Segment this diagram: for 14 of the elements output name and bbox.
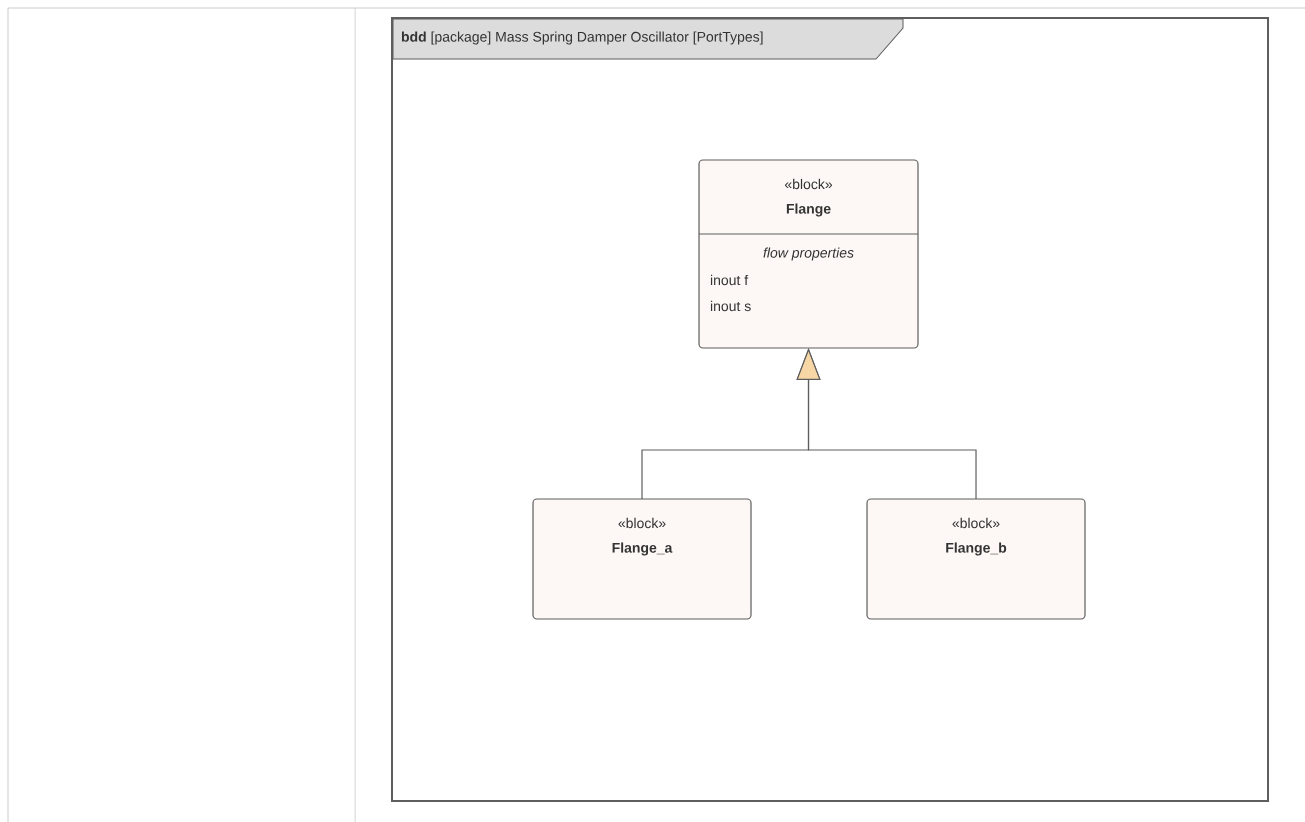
block-name: Flange [786,203,831,217]
stereotype-label: «block» [618,517,666,529]
frame-title: bdd [package] Mass Spring Damper Oscillator [PortTypes] [401,31,763,45]
stereotype-label: «block» [784,178,833,190]
stereotype-label: «block» [952,517,1000,529]
block-box [532,498,752,620]
block-box [866,498,1086,620]
property-text: inout f [710,274,749,286]
block-name: Flange_b [946,542,1007,556]
block-name: Flange_a [612,542,673,556]
block-box [698,159,919,349]
compartment-heading: flow properties [763,247,854,261]
diagram-frame [391,17,1269,802]
property-text: inout s [710,300,751,312]
